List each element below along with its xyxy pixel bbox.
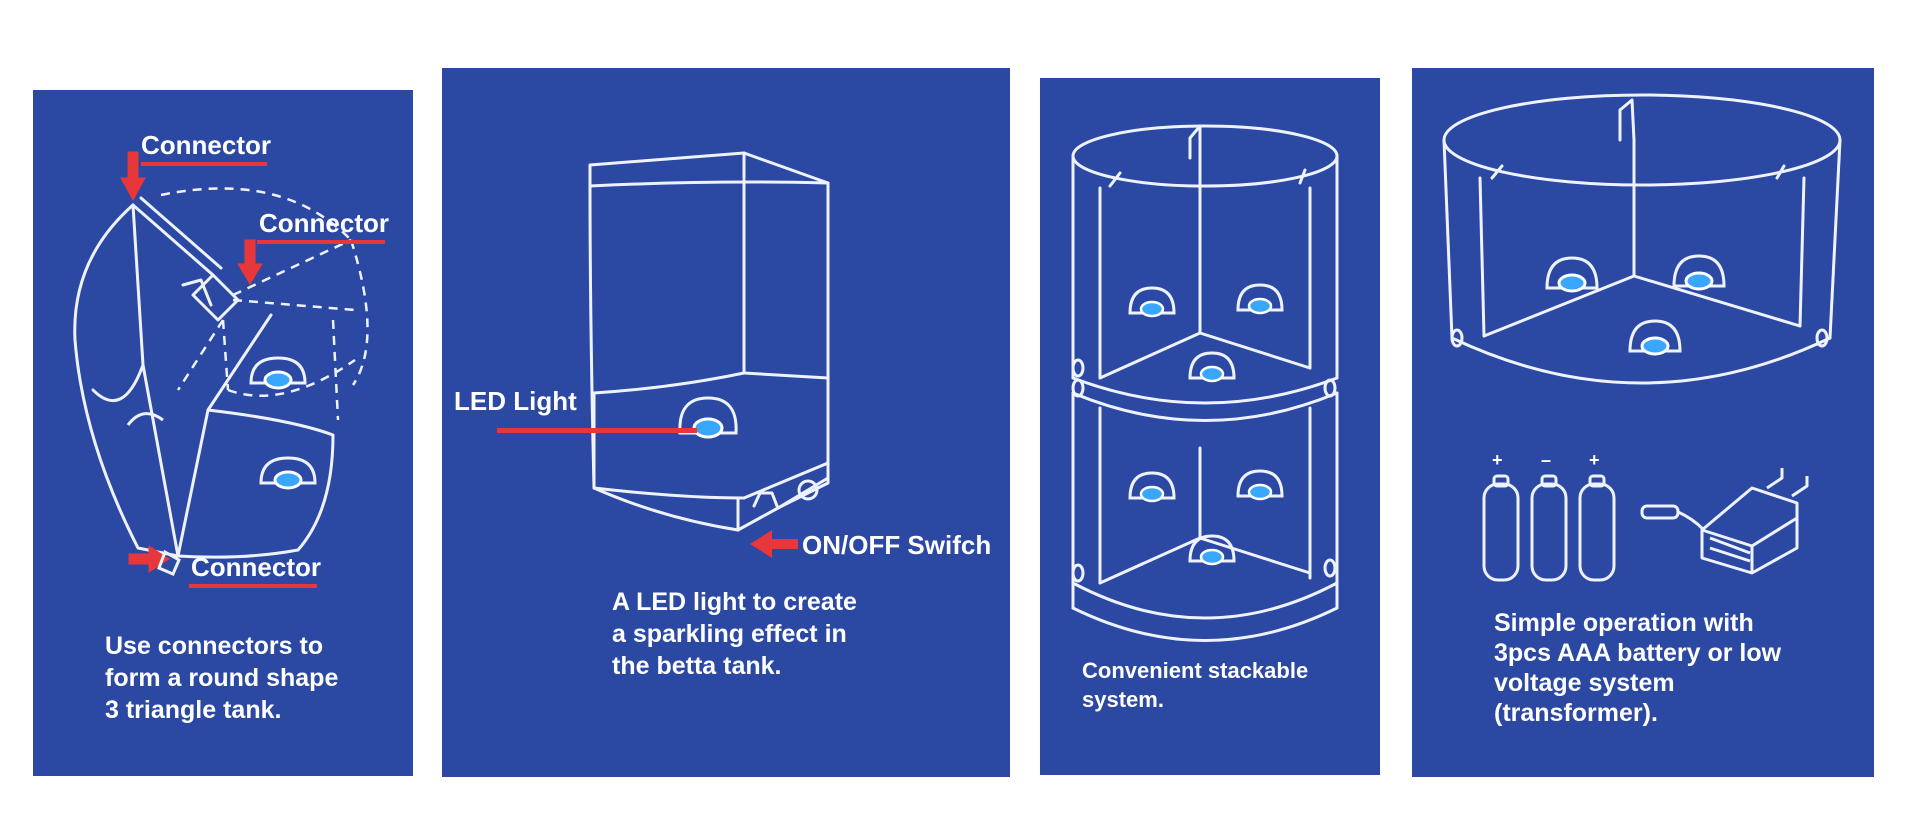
led-dome-icon <box>1128 471 1176 503</box>
led-dome-icon <box>1628 319 1682 356</box>
led-dome-icon <box>1188 534 1236 566</box>
connector-underline <box>257 240 385 244</box>
connectors-caption: Use connectors to form a round shape 3 t… <box>105 632 339 724</box>
stacked-tanks-illustration <box>1040 78 1380 775</box>
led-light-label: LED Light <box>454 386 577 416</box>
connector-underline <box>141 162 267 166</box>
switch-label: ON/OFF Swifch <box>802 530 992 560</box>
battery-polarity-plus: + <box>1492 450 1503 470</box>
power-caption: Simple operation with 3pcs AAA battery o… <box>1494 609 1782 727</box>
arrow-left-icon <box>750 530 798 558</box>
arrow-down-icon <box>120 151 146 202</box>
stackable-caption: Convenient stackable system. <box>1082 658 1309 712</box>
led-tank-illustration <box>442 68 1010 777</box>
aaa-battery-icon <box>1482 474 1520 582</box>
connector-label-bottom: Connector <box>191 552 321 582</box>
battery-polarity-minus: – <box>1541 450 1552 470</box>
panel-power-options: + – + Simple operation with 3pcs AAA bat… <box>1412 68 1874 777</box>
led-dome-icon <box>1128 286 1176 318</box>
led-dome-icon <box>249 356 307 390</box>
led-light-caption: A LED light to create a sparkling effect… <box>612 588 857 680</box>
arrow-down-icon <box>237 239 263 285</box>
battery-polarity-plus: + <box>1589 450 1600 470</box>
led-dome-icon <box>1545 256 1599 293</box>
tank-and-power-illustration <box>1412 68 1874 777</box>
panel-connectors: Connector Connector Connector Use connec… <box>33 90 413 776</box>
connector-label-top: Connector <box>141 130 271 160</box>
led-dome-icon <box>678 396 738 439</box>
led-dome-icon <box>259 456 317 490</box>
panel-stackable: Convenient stackable system. <box>1040 78 1380 775</box>
aaa-battery-icon <box>1530 474 1568 582</box>
led-dome-icon <box>1236 283 1284 315</box>
panel-led-light: LED Light ON/OFF Swifch A LED light to c… <box>442 68 1010 777</box>
led-dome-icon <box>126 412 164 426</box>
connector-underline <box>189 584 317 588</box>
round-tank-assembly-illustration <box>33 90 413 776</box>
led-dome-icon <box>1672 254 1726 291</box>
led-dome-icon <box>1236 469 1284 501</box>
led-dome-icon <box>1188 351 1236 383</box>
connector-clip-icon <box>157 549 181 576</box>
aaa-battery-icon <box>1578 474 1616 582</box>
led-pointer-line <box>497 428 697 433</box>
connector-label-right: Connector <box>259 208 389 238</box>
transformer-adapter-icon <box>1640 468 1809 575</box>
